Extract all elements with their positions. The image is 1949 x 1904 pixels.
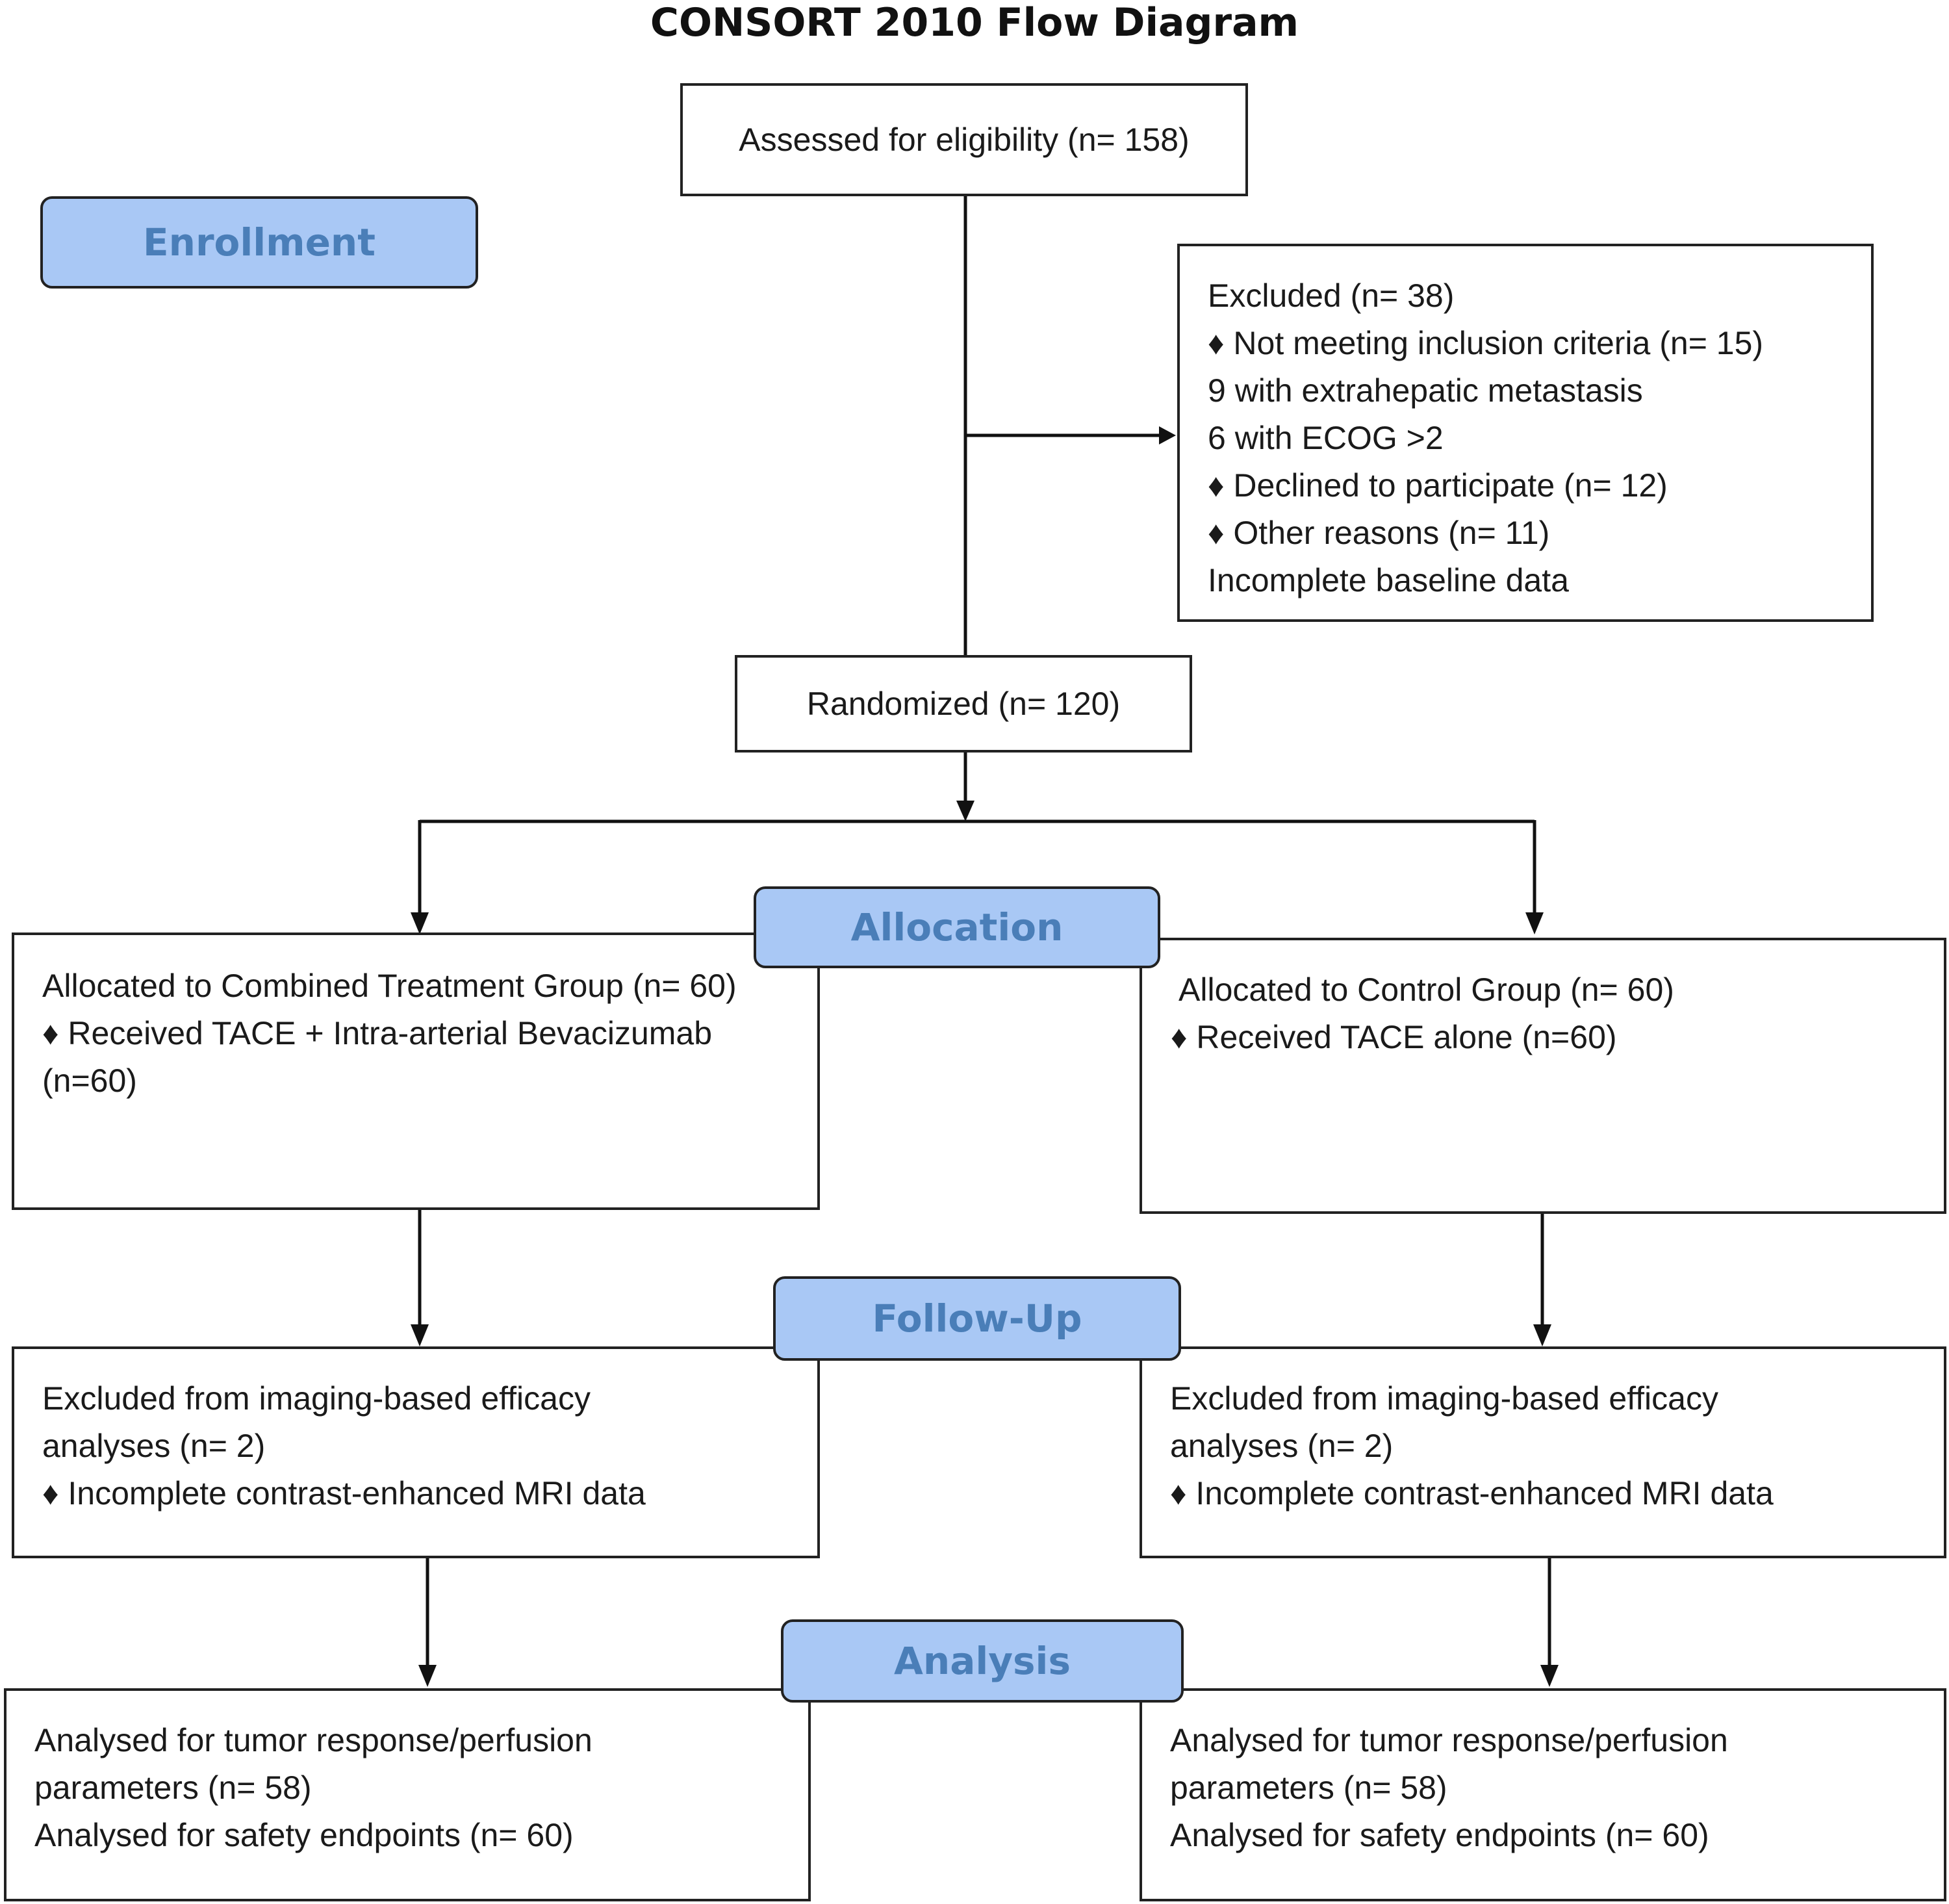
stage-allocation: Allocation	[754, 886, 1160, 968]
arrowhead-right-follow	[1533, 1324, 1551, 1346]
excluded-line: Incomplete baseline data	[1208, 562, 1569, 598]
allocation-combined-line: Allocated to Combined Treatment Group (n…	[42, 968, 737, 1004]
allocation-control-line: ♦ Received TACE alone (n=60)	[1171, 1019, 1617, 1055]
followup-combined-box: Excluded from imaging-based efficacy ana…	[12, 1346, 820, 1558]
allocation-combined-line: ♦ Received TACE + Intra-arterial Bevaciz…	[42, 1015, 713, 1099]
assessed-box: Assessed for eligibility (n= 158)	[680, 83, 1248, 196]
stage-analysis: Analysis	[781, 1619, 1184, 1703]
followup-control-box: Excluded from imaging-based efficacy ana…	[1140, 1346, 1946, 1558]
arrowhead-right-analysis	[1540, 1665, 1559, 1687]
analysis-combined-box: Analysed for tumor response/perfusion pa…	[4, 1688, 811, 1901]
randomized-box: Randomized (n= 120)	[735, 655, 1192, 753]
analysis-control-line: Analysed for safety endpoints (n= 60)	[1170, 1817, 1709, 1853]
excluded-line: ♦ Not meeting inclusion criteria (n= 15)	[1208, 325, 1764, 361]
diagram-title: CONSORT 2010 Flow Diagram	[650, 0, 1299, 45]
analysis-combined-line: Analysed for tumor response/perfusion pa…	[34, 1722, 592, 1806]
stage-enrollment: Enrollment	[40, 196, 478, 289]
excluded-box: Excluded (n= 38) ♦ Not meeting inclusion…	[1177, 244, 1874, 622]
arrowhead-left-analysis	[418, 1665, 437, 1687]
randomized-text: Randomized (n= 120)	[806, 685, 1121, 722]
stage-follow-up: Follow-Up	[773, 1276, 1181, 1361]
excluded-line: Excluded (n= 38)	[1208, 277, 1455, 314]
allocation-combined-box: Allocated to Combined Treatment Group (n…	[12, 933, 820, 1210]
arrowhead-randomized-split	[956, 801, 974, 821]
excluded-line: 6 with ECOG >2	[1208, 420, 1444, 456]
allocation-control-box: Allocated to Control Group (n= 60) ♦ Rec…	[1140, 938, 1946, 1214]
arrowhead-split-left	[411, 912, 429, 934]
followup-control-line: ♦ Incomplete contrast-enhanced MRI data	[1170, 1475, 1774, 1512]
followup-combined-line: ♦ Incomplete contrast-enhanced MRI data	[42, 1475, 646, 1512]
followup-combined-line: Excluded from imaging-based efficacy ana…	[42, 1380, 591, 1464]
arrowhead-left-follow	[411, 1324, 429, 1346]
excluded-line: ♦ Declined to participate (n= 12)	[1208, 467, 1668, 504]
analysis-control-box: Analysed for tumor response/perfusion pa…	[1140, 1688, 1946, 1901]
excluded-line: ♦ Other reasons (n= 11)	[1208, 515, 1550, 551]
arrowhead-excluded	[1159, 426, 1176, 444]
analysis-combined-line: Analysed for safety endpoints (n= 60)	[34, 1817, 574, 1853]
allocation-control-line: Allocated to Control Group (n= 60)	[1178, 971, 1674, 1008]
arrowhead-split-right	[1525, 912, 1544, 934]
assessed-text: Assessed for eligibility (n= 158)	[739, 121, 1190, 158]
analysis-control-line: Analysed for tumor response/perfusion pa…	[1170, 1722, 1728, 1806]
excluded-line: 9 with extrahepatic metastasis	[1208, 372, 1643, 409]
followup-control-line: Excluded from imaging-based efficacy ana…	[1170, 1380, 1718, 1464]
